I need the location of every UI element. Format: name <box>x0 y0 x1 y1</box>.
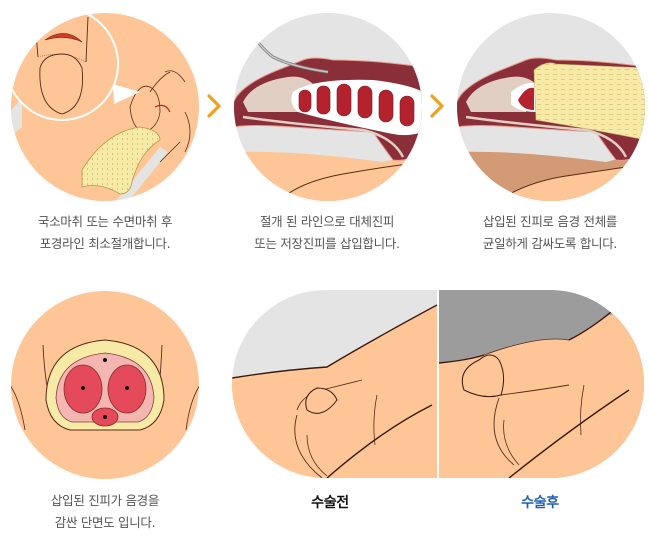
step-4-caption: 삽입된 진피가 음경을 감싼 단면도 입니다. <box>0 490 210 534</box>
before-after-comparison <box>232 290 644 478</box>
caption-line: 감싼 단면도 입니다. <box>54 515 156 530</box>
caption-line: 삽입된 진피로 음경 전체를 <box>482 214 618 229</box>
caption-line: 또는 저장진피를 삽입합니다. <box>254 236 400 251</box>
caption-line: 균일하게 감싸도록 합니다. <box>482 236 618 251</box>
before-illustration <box>232 290 437 478</box>
step-3-caption: 삽입된 진피로 음경 전체를 균일하게 감싸도록 합니다. <box>445 211 650 255</box>
step-1-caption: 국소마취 또는 수면마취 후 포경라인 최소절개합니다. <box>0 211 210 255</box>
before-label: 수술전 <box>311 495 349 511</box>
caption-line: 국소마취 또는 수면마취 후 <box>37 214 173 229</box>
step-1-illustration <box>10 12 200 202</box>
caption-line: 삽입된 진피가 음경을 <box>50 493 160 508</box>
after-illustration <box>439 290 644 478</box>
step-3-illustration <box>456 12 646 202</box>
caption-line: 포경라인 최소절개합니다. <box>39 236 171 251</box>
step-2-caption: 절개 된 라인으로 대체진피 또는 저장진피를 삽입합니다. <box>222 211 432 255</box>
divider <box>437 290 439 478</box>
after-label: 수술후 <box>521 495 559 511</box>
chevron-right-icon <box>205 93 225 119</box>
step-4-illustration <box>10 290 200 480</box>
caption-line: 절개 된 라인으로 대체진피 <box>259 214 395 229</box>
chevron-right-icon <box>428 93 448 119</box>
step-2-illustration <box>233 12 423 202</box>
